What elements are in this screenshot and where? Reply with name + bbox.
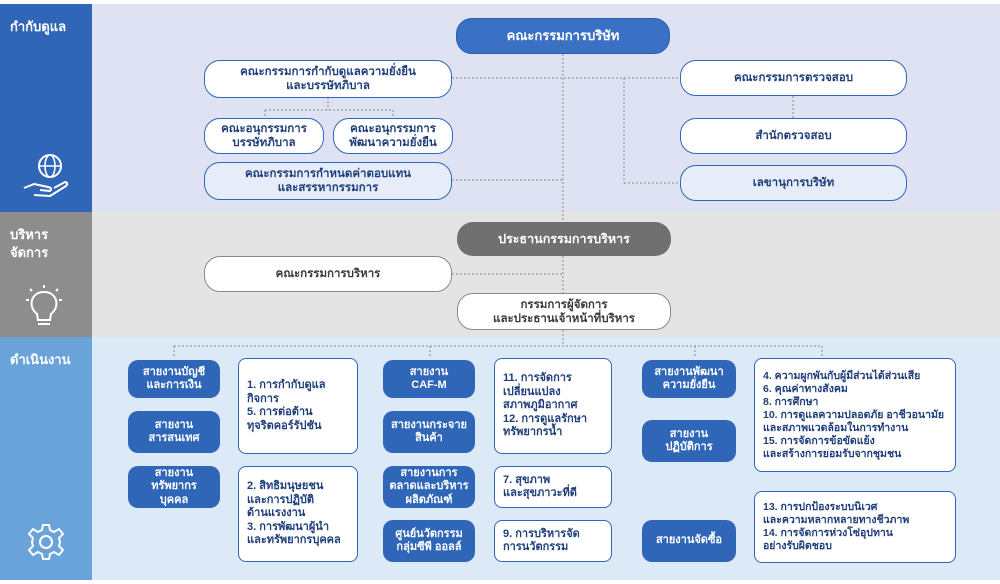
operations-side: ดำเนินงาน [0,337,92,580]
innovation-center[interactable]: ศูนย์นวัตกรรม กลุ่มซีพี ออลล์ [383,520,475,562]
company-secretary[interactable]: เลขานุการบริษัท [680,165,907,201]
topics-caf-distribution: 11. การจัดการ เปลี่ยนแปลง สภาพภูมิอากาศ … [494,358,612,454]
audit-committee[interactable]: คณะกรรมการตรวจสอบ [680,60,907,96]
marketing-department[interactable]: สายงานการ ตลาดและบริหาร ผลิตภัณฑ์ [383,466,475,508]
executive-committee[interactable]: คณะกรรมการบริหาร [204,256,452,292]
board-of-directors[interactable]: คณะกรรมการบริษัท [456,18,670,54]
governance-side: กำกับดูแล [0,4,92,212]
management-side: บริหาร จัดการ [0,212,92,337]
subcommittee-governance[interactable]: คณะอนุกรรมการ บรรษัทภิบาล [204,118,324,154]
topics-sustainability-operations: 4. ความผูกพันกับผู้มีส่วนได้ส่วนเสีย 6. … [754,358,956,472]
governance-label: กำกับดูแล [10,19,67,34]
hr-department[interactable]: สายงาน ทรัพยากร บุคคล [128,466,220,508]
chairman-executive[interactable]: ประธานกรรมการบริหาร [457,222,671,256]
sustainability-governance-committee[interactable]: คณะกรรมการกำกับดูแลความยั่งยืน และบรรษัท… [204,60,452,98]
globe-hand-icon [23,154,69,197]
procurement-department[interactable]: สายงานจัดซื้อ [642,520,736,562]
topics-innovation: 9. การบริหารจัด การนวัตกรรม [494,520,612,562]
caf-m-department[interactable]: สายงาน CAF-M [383,360,475,398]
topics-marketing: 7. สุขภาพ และสุขภาวะที่ดี [494,466,612,508]
operations-department[interactable]: สายงาน ปฏิบัติการ [642,420,736,462]
managing-director[interactable]: กรรมการผู้จัดการ และประธานเจ้าหน้าที่บริ… [457,293,671,330]
lightbulb-icon [26,285,62,325]
management-label: บริหาร จัดการ [10,227,49,260]
operations-label: ดำเนินงาน [10,352,71,367]
finance-department[interactable]: สายงานบัญชี และการเงิน [128,360,220,398]
gear-icon [27,524,65,560]
topics-hr: 2. สิทธิมนุษยชน และการปฏิบัติ ด้านแรงงาน… [238,466,358,562]
sustainability-development-department[interactable]: สายงานพัฒนา ความยั่งยืน [642,360,736,398]
internal-audit-office[interactable]: สำนักตรวจสอบ [680,118,907,154]
nomination-remuneration-committee[interactable]: คณะกรรมการกำหนดค่าตอบแทน และสรรหากรรมการ [204,162,452,200]
it-department[interactable]: สายงาน สารสนเทศ [128,411,220,453]
distribution-department[interactable]: สายงานกระจาย สินค้า [383,411,475,453]
topics-procurement: 13. การปกป้องระบบนิเวศ และความหลากหลายทา… [754,491,956,563]
subcommittee-sustainability[interactable]: คณะอนุกรรมการ พัฒนาความยั่งยืน [333,118,453,154]
topics-finance-it: 1. การกำกับดูแล กิจการ 5. การต่อต้าน ทุจ… [238,358,358,454]
